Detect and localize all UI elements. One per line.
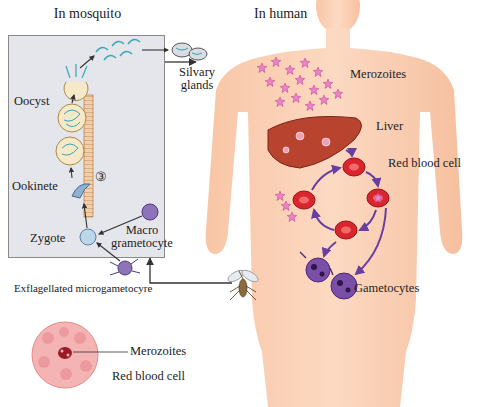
stage-label: Ookinete — [12, 180, 72, 193]
connector-arrow — [150, 258, 196, 283]
stage-label: Exflagellated microgametocyre — [14, 282, 194, 295]
stage-label: Zygote — [30, 232, 80, 245]
mosquito-body — [239, 279, 247, 297]
stage-label: Macro grametocyte — [106, 224, 178, 250]
salivary-gland — [172, 43, 192, 57]
bite-line — [196, 282, 232, 283]
heading-text: In human — [254, 6, 324, 22]
merozoite-dot — [61, 350, 64, 353]
connector-arrow — [165, 61, 196, 62]
smear-cell — [74, 332, 86, 344]
body-outline: In human — [196, 0, 488, 407]
gland-sporozoites — [176, 48, 202, 55]
stage-label: Red blood cell — [112, 370, 212, 383]
stage-label: Gametocytes — [354, 282, 444, 295]
smear-cell — [80, 360, 92, 372]
merozoite-cluster — [58, 347, 72, 359]
body-outline-svg — [196, 0, 488, 407]
stage-label: Merozoites — [350, 68, 440, 81]
leader-line — [73, 352, 128, 353]
blood-smear-cell — [32, 322, 98, 388]
stage-label: Merozoites — [130, 345, 220, 358]
mosquito-wing — [226, 268, 246, 284]
stage-label: Red blood cell — [388, 157, 488, 170]
microgametocyte-shape — [118, 261, 132, 275]
flagella — [110, 259, 140, 275]
stage-label: Oocyst — [14, 95, 64, 108]
smear-cell — [38, 356, 50, 368]
stage-label: Liver — [376, 120, 436, 133]
stage-label: Silvary glands — [170, 66, 224, 92]
smear-cell — [59, 327, 69, 337]
smear-cell — [42, 332, 54, 344]
merozoite-dot — [67, 354, 70, 357]
human-body — [206, 28, 463, 407]
salivary-gland — [189, 48, 207, 60]
callout-number: ③ — [95, 171, 115, 184]
smear-cell — [60, 368, 72, 380]
heading-text: In mosquito — [9, 6, 166, 22]
